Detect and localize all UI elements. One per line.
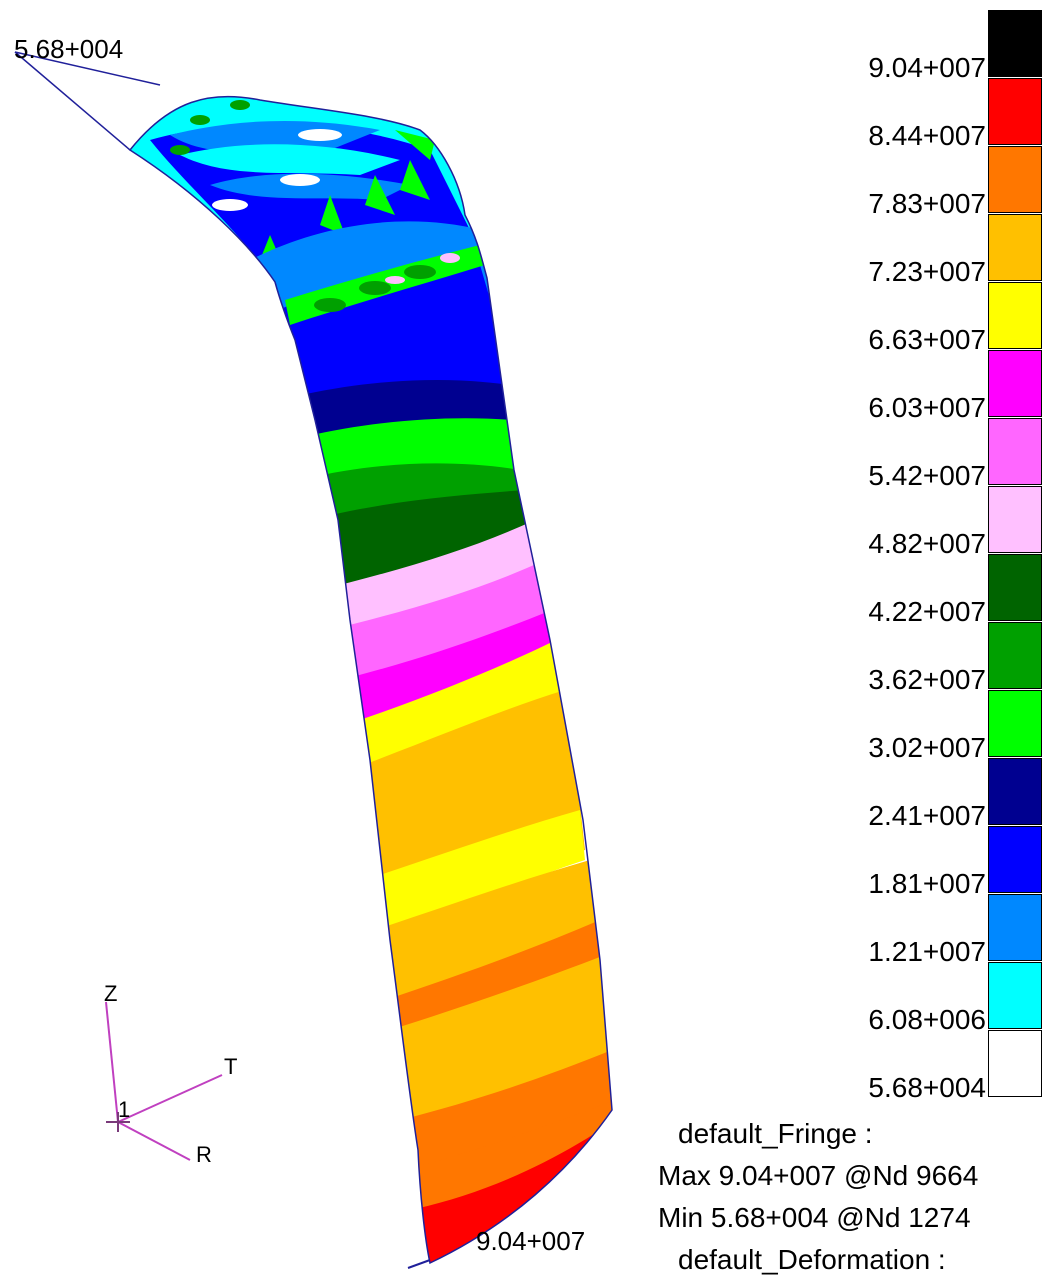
min-leader-line [14, 51, 161, 86]
contour-bands [130, 96, 612, 1264]
max-value-marker: 9.04+007 [476, 1226, 586, 1256]
legend-swatch-5 [988, 282, 1042, 349]
legend-tick-11: 3.02+007 [868, 732, 986, 763]
min-info-line: Min 5.68+004 @Nd 1274 [658, 1202, 971, 1233]
legend-swatch-9 [988, 554, 1042, 621]
legend-tick-4: 7.23+007 [868, 256, 986, 287]
legend-tick-1: 9.04+007 [868, 52, 986, 83]
legend-swatch-14 [988, 894, 1042, 961]
legend-tick-14: 1.21+007 [868, 936, 986, 967]
legend-swatch-13 [988, 826, 1042, 893]
legend-tick-13: 1.81+007 [868, 868, 986, 899]
legend-tick-10: 3.62+007 [868, 664, 986, 695]
triad-t-label: T [224, 1054, 238, 1079]
max-leader-line [407, 1259, 431, 1269]
legend-tick-7: 5.42+007 [868, 460, 986, 491]
triad-z-label: Z [104, 981, 118, 1006]
legend-swatch-7 [988, 418, 1042, 485]
legend-swatch-6 [988, 350, 1042, 417]
legend-tick-2: 8.44+007 [868, 120, 986, 151]
blade-outline [128, 95, 613, 1265]
coordinate-triad [105, 1001, 223, 1161]
legend-swatch-3 [988, 146, 1042, 213]
triad-r-label: R [196, 1142, 212, 1167]
legend-swatch-11 [988, 690, 1042, 757]
legend-tick-15: 6.08+006 [868, 1004, 986, 1035]
legend-tick-5: 6.63+007 [868, 324, 986, 355]
fringe-title: default_Fringe : [678, 1118, 873, 1149]
legend-tick-16: 5.68+004 [868, 1072, 986, 1103]
legend-swatch-15 [988, 962, 1042, 1029]
legend-tick-8: 4.82+007 [868, 528, 986, 559]
min-leader-line-2 [14, 51, 131, 151]
max-info-line: Max 9.04+007 @Nd 9664 [658, 1160, 979, 1191]
legend-tick-6: 6.03+007 [868, 392, 986, 423]
legend-swatch-10 [988, 622, 1042, 689]
legend-tick-3: 7.83+007 [868, 188, 986, 219]
min-value-marker: 5.68+004 [14, 34, 124, 64]
legend-swatch-12 [988, 758, 1042, 825]
legend-swatch-4 [988, 214, 1042, 281]
legend-swatch-1 [988, 10, 1042, 77]
legend-swatch-16 [988, 1030, 1042, 1097]
legend-swatch-8 [988, 486, 1042, 553]
legend-tick-12: 2.41+007 [868, 800, 986, 831]
deformation-title: default_Deformation : [678, 1244, 946, 1275]
triad-origin-label: 1 [118, 1097, 131, 1122]
legend-tick-9: 4.22+007 [868, 596, 986, 627]
legend-swatch-2 [988, 78, 1042, 145]
fringe-legend [988, 10, 1042, 1102]
